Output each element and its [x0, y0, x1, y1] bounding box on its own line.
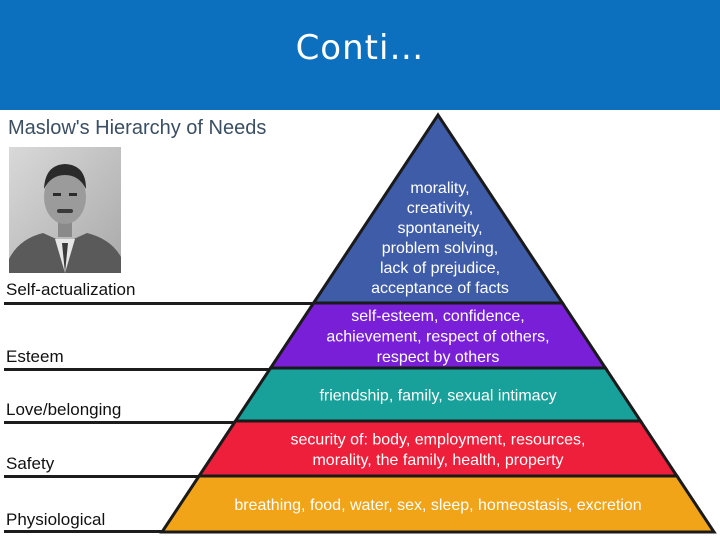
level-label-safety: Safety	[6, 454, 55, 473]
tier-text-line: breathing, food, water, sex, sleep, home…	[234, 497, 641, 514]
tier-text-line: morality,	[410, 180, 469, 197]
maslow-pyramid: morality, creativity, spontaneity, problem …	[159, 112, 717, 534]
tier-text-line: lack of prejudice,	[380, 260, 500, 277]
level-label-self-actualization: Self-actualization	[6, 280, 136, 299]
tier-text-line: security of: body, employment, resources…	[291, 431, 586, 448]
pyramid-tier-physiological	[159, 474, 717, 534]
slide-title: Conti…	[295, 28, 425, 68]
tier-text-line: friendship, family, sexual intimacy	[319, 388, 556, 405]
level-divider	[4, 302, 315, 305]
tier-text-line: acceptance of facts	[371, 280, 509, 297]
portrait-photo	[9, 147, 121, 273]
level-divider	[4, 368, 272, 371]
level-label-esteem: Esteem	[6, 347, 64, 366]
level-divider	[4, 475, 204, 478]
title-bar	[0, 0, 720, 110]
tier-text-line: spontaneity,	[397, 220, 482, 237]
tier-text-line: problem solving,	[382, 240, 499, 257]
tier-text-line: self-esteem, confidence,	[351, 308, 524, 325]
level-label-love-belonging: Love/belonging	[6, 400, 122, 419]
tier-text-line: respect by others	[377, 349, 500, 366]
tier-text-line: creativity,	[407, 200, 473, 217]
level-divider	[4, 421, 239, 424]
level-label-physiological: Physiological	[6, 510, 106, 529]
tier-text-line: morality, the family, health, property	[312, 452, 563, 469]
diagram-title: Maslow's Hierarchy of Needs	[8, 117, 267, 139]
slide-content: Maslow's Hierarchy of Needs Self-actuali…	[0, 110, 720, 540]
level-divider	[4, 530, 167, 533]
tier-text-line: achievement, respect of others,	[326, 329, 549, 346]
